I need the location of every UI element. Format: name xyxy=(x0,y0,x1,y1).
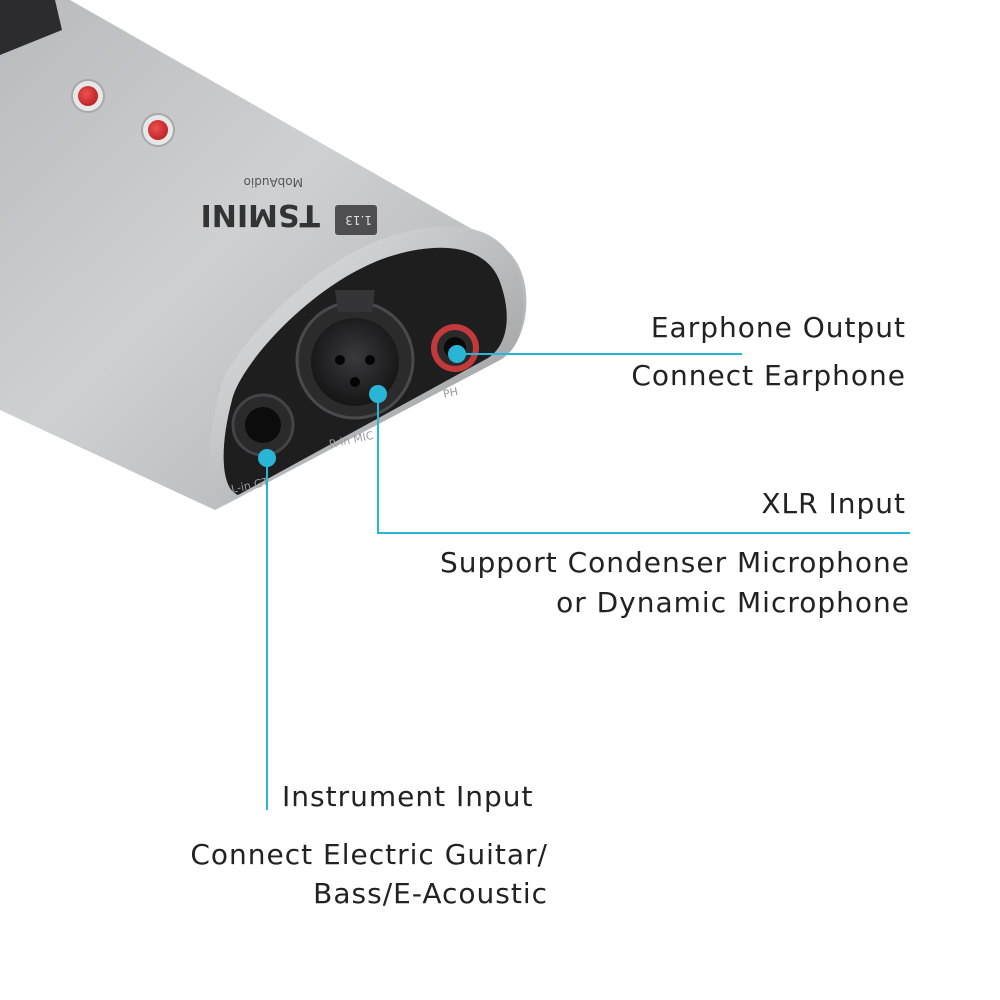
earphone-desc: Connect Earphone xyxy=(631,359,906,392)
instrument-desc-line1: Connect Electric Guitar/ xyxy=(190,838,548,871)
instrument-desc-line2: Bass/E-Acoustic xyxy=(313,877,548,910)
instrument-title: Instrument Input xyxy=(282,780,534,813)
top-window xyxy=(0,0,62,55)
device-badge-text: 1.13 xyxy=(345,213,372,227)
port-label-phones: PH xyxy=(442,385,459,401)
instrument-jack xyxy=(231,393,295,457)
red-buttons xyxy=(71,79,175,147)
phones-jack xyxy=(431,324,479,372)
badge-box xyxy=(335,205,377,235)
xlr-desc-line2: or Dynamic Microphone xyxy=(556,586,910,619)
xlr-title: XLR Input xyxy=(761,487,906,520)
device-subbrand-text: MobAudio xyxy=(244,175,303,189)
device-brand-text: TSMINI xyxy=(201,197,320,232)
earphone-title: Earphone Output xyxy=(650,311,906,344)
xlr-desc-line1: Support Condenser Microphone xyxy=(440,546,910,579)
